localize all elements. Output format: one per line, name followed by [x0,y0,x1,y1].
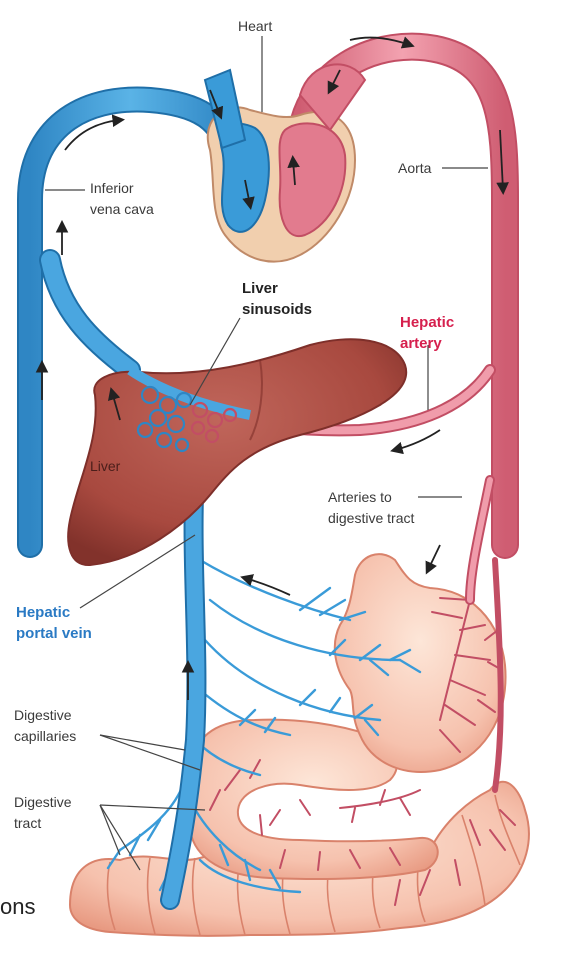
digestive-tract-line2: tract [14,815,42,831]
liver-label: Liver [90,458,121,474]
flow-arrow-icons [35,36,509,700]
digestive-tract-label: Digestive tract [14,792,72,834]
liver-sinusoids-label: Liver sinusoids [242,278,312,320]
digestive-capillaries-line2: capillaries [14,728,77,744]
digestive-capillaries-label: Digestive capillaries [14,705,76,747]
small-intestine [188,718,439,881]
inferior-vena-cava-label: Inferior vena cava [90,178,154,220]
hepatic-portal-vein-line2: portal vein [16,625,92,642]
arteries-to-digestive-tract-line2: digestive tract [328,510,415,526]
aorta-label: Aorta [398,160,432,176]
inferior-vena-cava-line1: Inferior [90,180,134,196]
liver [67,338,408,567]
hepatic-portal-vein-label: Hepatic portal vein [16,602,92,644]
digestive-tract-line1: Digestive [14,794,72,810]
arteries-to-digestive-tract-line1: Arteries to [328,489,392,505]
liver-sinusoids-line2: sinusoids [242,301,313,318]
inferior-vena-cava-line2: vena cava [90,201,154,217]
heart-label: Heart [238,18,273,34]
digestive-capillaries-line1: Digestive [14,707,72,723]
heart [203,63,367,263]
partial-caption-text: ons [0,894,36,919]
liver-sinusoids [127,365,251,453]
arteries-to-digestive-tract-label: Arteries to digestive tract [328,487,414,529]
hepatic-artery-label: Hepatic artery [400,312,454,354]
hepatic-artery-line2: artery [400,335,442,352]
leader-lines [45,36,488,871]
hepatic-portal-vein-line1: Hepatic [16,604,71,621]
hepatic-artery-line1: Hepatic [400,314,455,331]
liver-sinusoids-line1: Liver [242,280,278,297]
